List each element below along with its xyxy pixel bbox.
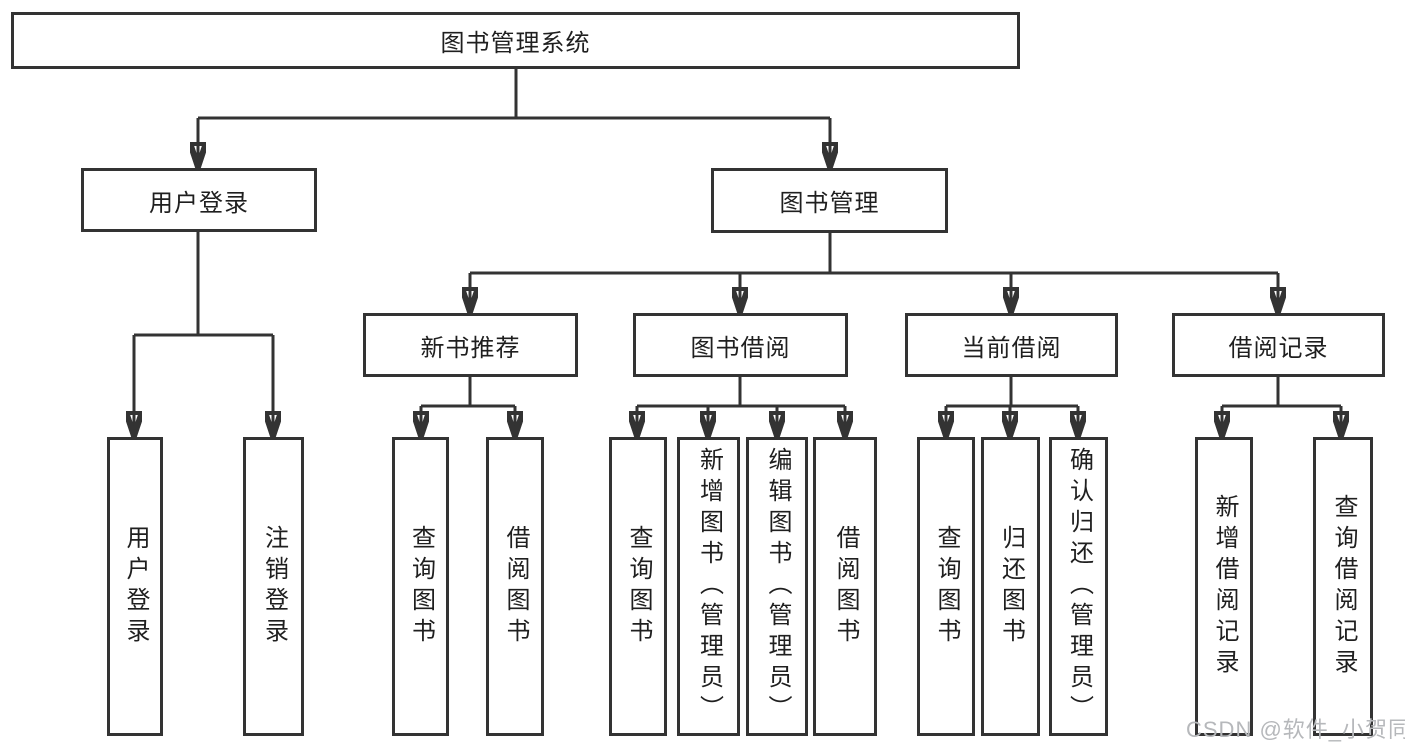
leaf-label: 新增图书（管理员）: [695, 447, 723, 726]
leaf-label: 编辑图书（管理员）: [764, 447, 791, 726]
node-label: 借阅记录: [1228, 334, 1329, 362]
leaf-return-books: 归还图书: [981, 437, 1040, 736]
node-label: 图书管理: [779, 190, 880, 217]
node-label: 当前借阅: [961, 334, 1062, 362]
leaf-confirm-return-admin: 确认归还（管理员）: [1049, 437, 1108, 736]
node-library-management-system: 图书管理系统: [11, 12, 1020, 69]
leaf-edit-books-admin: 编辑图书（管理员）: [746, 437, 808, 736]
leaf-label: 新增借阅记录: [1211, 493, 1238, 680]
leaf-label: 归还图书: [997, 524, 1025, 649]
leaf-query-books-current: 查询图书: [917, 437, 975, 736]
leaf-label: 查询图书: [625, 524, 652, 649]
node-user-login: 用户登录: [81, 168, 317, 232]
node-book-borrow: 图书借阅: [633, 313, 848, 377]
leaf-add-borrow-record: 新增借阅记录: [1195, 437, 1253, 736]
leaf-query-books-recommend: 查询图书: [392, 437, 449, 736]
leaf-label: 查询图书: [933, 524, 960, 649]
leaf-label: 借阅图书: [832, 524, 859, 649]
leaf-borrow-books-recommend: 借阅图书: [486, 437, 544, 736]
node-label: 新书推荐: [420, 334, 521, 362]
node-label: 图书管理系统: [440, 30, 591, 57]
leaf-label: 借阅图书: [502, 524, 529, 649]
node-label: 用户登录: [149, 189, 249, 217]
node-new-book-recommend: 新书推荐: [363, 313, 578, 377]
csdn-watermark: CSDN @软件_小贺同学: [1186, 717, 1405, 742]
leaf-borrow-books: 借阅图书: [813, 437, 877, 736]
node-current-borrow: 当前借阅: [905, 313, 1118, 377]
leaf-query-books-borrow: 查询图书: [609, 437, 667, 736]
node-book-management: 图书管理: [711, 168, 948, 233]
leaf-label: 查询借阅记录: [1330, 493, 1357, 680]
leaf-label: 用户登录: [122, 524, 149, 649]
leaf-label: 查询图书: [407, 524, 435, 649]
leaf-label: 确认归还（管理员）: [1065, 447, 1093, 726]
leaf-query-borrow-record: 查询借阅记录: [1313, 437, 1373, 736]
leaf-label: 注销登录: [260, 524, 288, 649]
leaf-add-books-admin: 新增图书（管理员）: [677, 437, 740, 736]
node-borrow-records: 借阅记录: [1172, 313, 1385, 377]
leaf-logout: 注销登录: [243, 437, 304, 736]
leaf-user-login: 用户登录: [107, 437, 163, 736]
node-label: 图书借阅: [690, 334, 791, 362]
